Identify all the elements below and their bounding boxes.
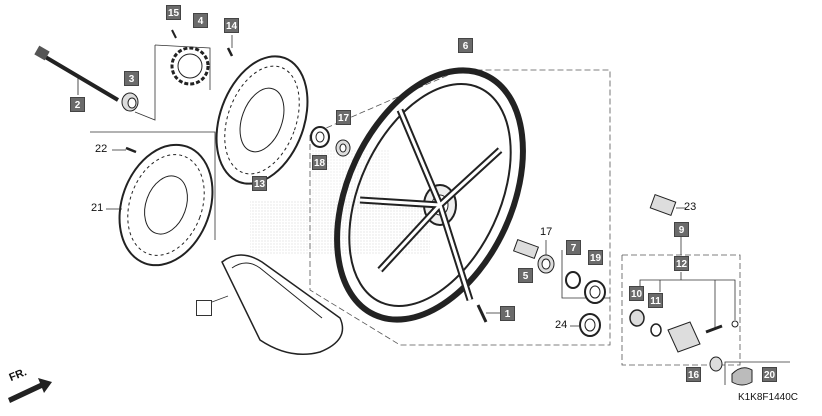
dust-seal-18 [310, 126, 330, 148]
screw-15 [171, 29, 177, 39]
brake-disc-left [118, 143, 214, 267]
axle-collar [121, 92, 139, 112]
brake-disc-right [215, 55, 309, 185]
callout-3: 3 [124, 71, 139, 86]
callout-1: 1 [500, 306, 515, 321]
callout-7: 7 [566, 240, 581, 255]
collar-23 [649, 194, 677, 216]
screw-14 [226, 47, 234, 57]
diagram-code: K1K8F1440C [737, 392, 798, 403]
bearing-17-upper [335, 139, 351, 157]
callout-9: 9 [674, 222, 689, 237]
retaining-ring [565, 271, 581, 289]
part-20 [731, 367, 753, 386]
callout-11: 11 [648, 293, 663, 308]
callout-24: 24 [555, 319, 568, 331]
air-valve [476, 304, 500, 323]
front-direction-arrow [8, 378, 52, 403]
distance-collar [512, 238, 540, 260]
callout-17-plain: 17 [540, 226, 553, 238]
callout-20: 20 [762, 367, 777, 382]
callout-17: 17 [336, 110, 351, 125]
callout-10: 10 [629, 286, 644, 301]
dust-seal-24 [579, 313, 601, 337]
callout-15: 15 [166, 5, 181, 20]
front-wheel [334, 67, 526, 323]
callout-2: 2 [70, 97, 85, 112]
tire [221, 254, 344, 355]
callout-12: 12 [674, 256, 689, 271]
callout-18: 18 [312, 155, 327, 170]
callout-21: 21 [91, 202, 104, 214]
bearing-17-lower [537, 254, 555, 274]
callout-13: 13 [252, 176, 267, 191]
callout-22: 22 [95, 143, 108, 155]
sensor-ring [170, 46, 210, 86]
callout-4: 4 [193, 13, 208, 28]
callout-23: 23 [684, 201, 697, 213]
callout-14: 14 [224, 18, 239, 33]
callout-16: 16 [686, 367, 701, 382]
front-axle [34, 45, 120, 102]
dust-seal-19 [584, 280, 606, 304]
screw-22 [125, 146, 137, 154]
callout-19: 19 [588, 250, 603, 265]
callout-8-box [196, 300, 212, 316]
gear-parts [629, 309, 739, 372]
callout-5: 5 [518, 268, 533, 283]
callout-6: 6 [458, 38, 473, 53]
